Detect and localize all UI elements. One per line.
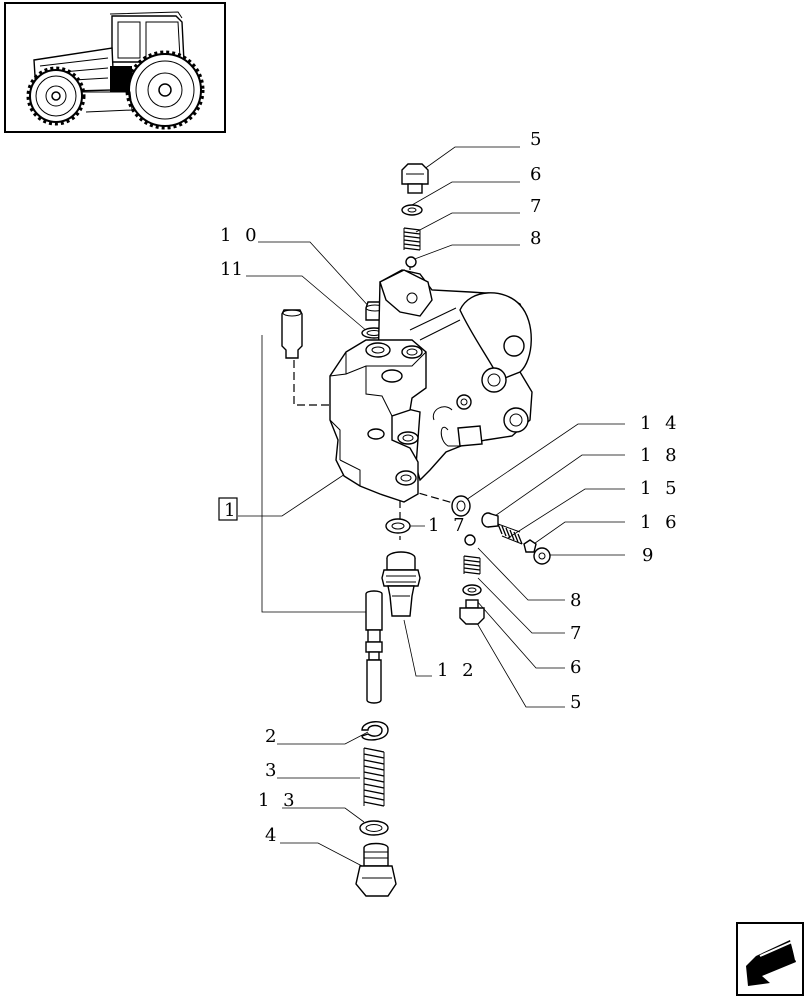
- leader-lines: [238, 146, 625, 867]
- plug-9: [533, 547, 551, 565]
- callout-5-bottom: 5: [570, 692, 585, 713]
- spool-piston: [365, 590, 383, 704]
- spring-7-bottom: [463, 555, 481, 575]
- ring-13: [359, 820, 389, 836]
- washer-6-top: [401, 204, 423, 216]
- callout-7-bottom: 7: [570, 623, 585, 644]
- tractor-thumbnail-icon: [4, 2, 226, 133]
- callout-15: 1 5: [640, 478, 681, 499]
- callout-16: 1 6: [640, 512, 681, 533]
- washer-6-bottom: [462, 584, 482, 596]
- arrow-left-down-icon[interactable]: [736, 922, 804, 996]
- callout-1-box: 1: [218, 497, 238, 521]
- ball-8-bottom: [464, 534, 476, 546]
- callout-18: 1 8: [640, 445, 681, 466]
- callout-6-bottom: 6: [570, 657, 585, 678]
- spring-15: [497, 523, 523, 545]
- callout-8-top: 8: [530, 228, 545, 249]
- callout-1: 1: [224, 500, 235, 521]
- poppet-18: [481, 512, 499, 528]
- callout-3: 3: [265, 760, 280, 781]
- callout-17: 1 7: [428, 515, 469, 536]
- fitting-12: [381, 551, 421, 617]
- pin-upper: [281, 309, 303, 359]
- sleeve-14: [451, 495, 471, 517]
- callout-8-bottom: 8: [570, 590, 585, 611]
- valve-housing-1: [329, 269, 533, 503]
- callout-9: 9: [642, 545, 657, 566]
- callout-11: 11: [220, 259, 243, 280]
- plug-4: [355, 842, 397, 897]
- washer-17: [385, 518, 411, 534]
- plug-5-bottom: [459, 599, 485, 625]
- circlip-2: [361, 721, 389, 741]
- callout-4: 4: [265, 825, 280, 846]
- seat-16: [523, 539, 537, 553]
- callout-14: 1 4: [640, 413, 681, 434]
- spring-7-top: [403, 227, 421, 251]
- plug-5-top: [401, 163, 429, 194]
- ball-8-top: [405, 256, 417, 268]
- callout-12: 1 2: [437, 660, 478, 681]
- callout-7-top: 7: [530, 196, 545, 217]
- callout-labels: 5 6 7 8 1 0 11 1 1 4 1 8 1 5 1 6 9 1 7 8…: [218, 129, 681, 846]
- callout-10: 1 0: [220, 225, 261, 246]
- callout-5-top: 5: [530, 129, 545, 150]
- spring-3: [363, 747, 385, 807]
- callout-2: 2: [265, 726, 280, 747]
- callout-13: 1 3: [258, 790, 299, 811]
- callout-6-top: 6: [530, 164, 545, 185]
